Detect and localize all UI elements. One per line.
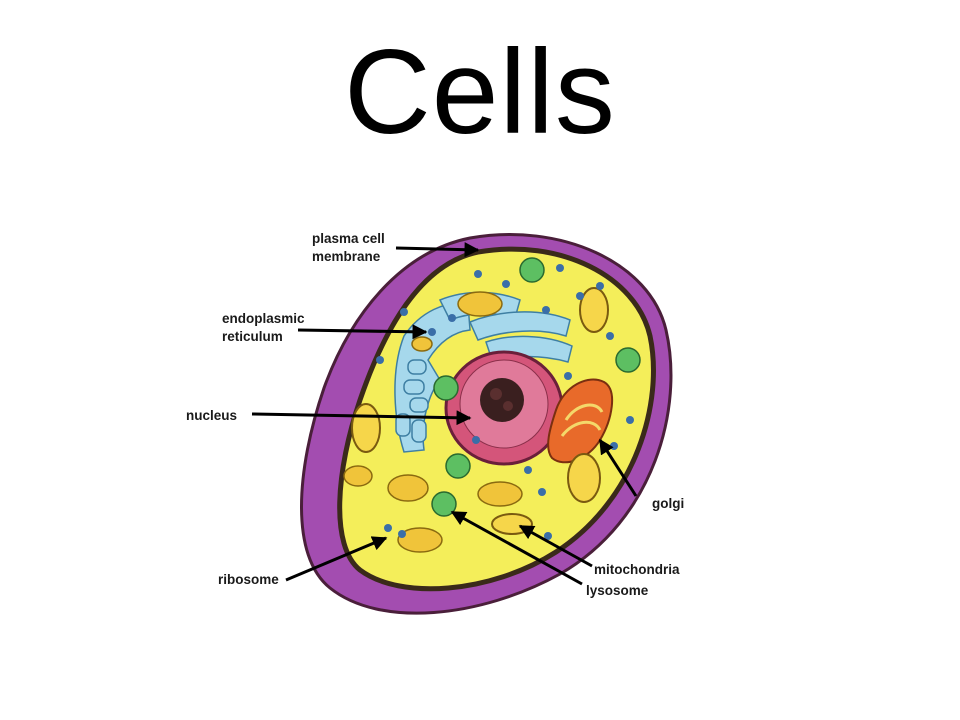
labels: plasma cell membrane endoplasmic reticul… xyxy=(186,231,684,598)
lysosomes xyxy=(431,257,641,517)
label-golgi: golgi xyxy=(652,496,684,511)
label-lysosome: lysosome xyxy=(586,583,649,598)
vesicles xyxy=(343,291,523,553)
label-plasma-membrane-2: membrane xyxy=(312,249,381,264)
label-ribosome: ribosome xyxy=(218,572,279,587)
label-mitochondria: mitochondria xyxy=(594,562,680,577)
label-plasma-membrane-1: plasma cell xyxy=(312,231,385,246)
nucleus xyxy=(444,350,564,466)
label-nucleus: nucleus xyxy=(186,408,237,423)
ribosomes xyxy=(376,264,634,540)
label-arrows xyxy=(251,242,638,586)
label-er-1: endoplasmic xyxy=(222,311,305,326)
page-title: Cells xyxy=(344,25,616,159)
label-er-2: reticulum xyxy=(222,329,283,344)
